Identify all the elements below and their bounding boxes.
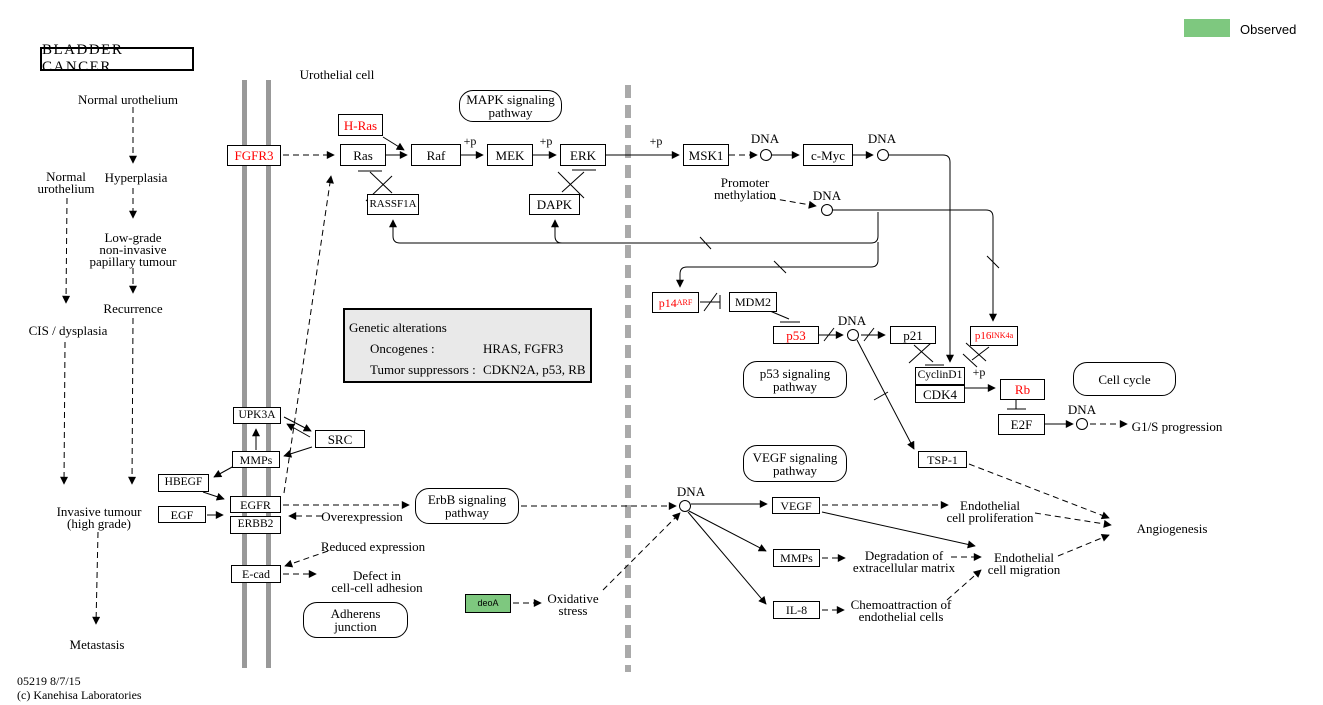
cell-membrane [266,80,271,668]
label-pp4: +p [972,365,986,379]
node-rb[interactable]: Rb [1000,379,1045,400]
genetic-alterations-header: Genetic alterations [349,320,447,335]
tumor-suppressors-label: Tumor suppressors : [370,362,476,377]
map-id: 05219 8/7/15 [17,674,81,688]
node-p53[interactable]: p53 [773,326,819,344]
label-dna2: DNA [867,131,897,146]
tumor-suppressors-value: CDKN2A, p53, RB [483,362,586,377]
node-deoa[interactable]: deoA [465,594,511,613]
node-msk1[interactable]: MSK1 [683,144,729,166]
label-dna6: DNA [676,484,706,499]
oncogenes-value: HRAS, FGFR3 [483,341,564,356]
node-cmyc[interactable]: c-Myc [803,144,853,166]
label-stage_metastasis: Metastasis [69,637,125,652]
label-stage_normal_top: Normal urothelium [77,92,179,107]
node-tsp1[interactable]: TSP-1 [918,451,967,468]
node-rassf1a[interactable]: RASSF1A [367,194,419,215]
node-dapk[interactable]: DAPK [529,194,580,215]
observed-label: Observed [1240,22,1297,37]
label-stage_hyperplasia: Hyperplasia [104,170,168,185]
cell-membrane [242,80,247,668]
node-raf[interactable]: Raf [411,144,461,166]
node-cdk4[interactable]: CDK4 [915,385,965,403]
oncogenes-label: Oncogenes : [370,341,435,356]
dna-binding-site [679,149,1088,512]
label-g1s_progression: G1/S progression [1131,419,1223,434]
node-cyclind1[interactable]: CyclinD1 [915,367,965,385]
node-erbb2[interactable]: ERBB2 [230,516,281,534]
label-dna3: DNA [812,188,842,203]
node-vegf[interactable]: VEGF [772,497,820,514]
label-dna5: DNA [1067,402,1097,417]
node-egf[interactable]: EGF [158,506,206,523]
node-ecad[interactable]: E-cad [231,565,281,583]
node-e2f[interactable]: E2F [998,414,1045,435]
node-src[interactable]: SRC [315,430,365,448]
page-title: BLADDER CANCER [40,42,194,75]
genetic-alterations-panel: Genetic alterations Oncogenes : HRAS, FG… [343,308,592,383]
node-hras[interactable]: H-Ras [338,114,383,136]
node-mmps_mem[interactable]: MMPs [232,451,280,468]
label-pp1: +p [463,134,477,148]
map-footer: 05219 8/7/15 (c) Kanehisa Laboratories [17,674,142,702]
node-upk3a[interactable]: UPK3A [233,407,281,424]
label-overexpression: Overexpression [321,509,403,524]
node-mmps_nuc[interactable]: MMPs [773,549,820,567]
node-hbegf[interactable]: HBEGF [158,474,209,492]
node-fgfr3[interactable]: FGFR3 [227,145,281,166]
node-mdm2[interactable]: MDM2 [729,292,777,312]
label-angiogenesis: Angiogenesis [1136,521,1208,536]
node-ras[interactable]: Ras [340,144,386,166]
label-dna4: DNA [837,313,867,328]
label-stage_cis: CIS / dysplasia [28,323,108,338]
node-egfr[interactable]: EGFR [230,496,281,513]
node-il8[interactable]: IL-8 [773,601,820,619]
label-stage_invasive: Invasive tumour(high grade) [56,504,142,531]
copyright: (c) Kanehisa Laboratories [17,688,142,702]
label-pp3: +p [649,134,663,148]
label-pp2: +p [539,134,553,148]
label-dna1: DNA [750,131,780,146]
label-reduced_expression: Reduced expression [320,539,426,554]
node-erk[interactable]: ERK [560,144,606,166]
observed-color-swatch [1184,19,1230,37]
label-stage_recurrence: Recurrence [103,301,163,316]
label-urothelial_cell: Urothelial cell [299,67,375,82]
node-p21[interactable]: p21 [890,326,936,344]
pathway-link-cellcycle[interactable]: Cell cycle [1073,362,1176,396]
node-mek[interactable]: MEK [487,144,533,166]
